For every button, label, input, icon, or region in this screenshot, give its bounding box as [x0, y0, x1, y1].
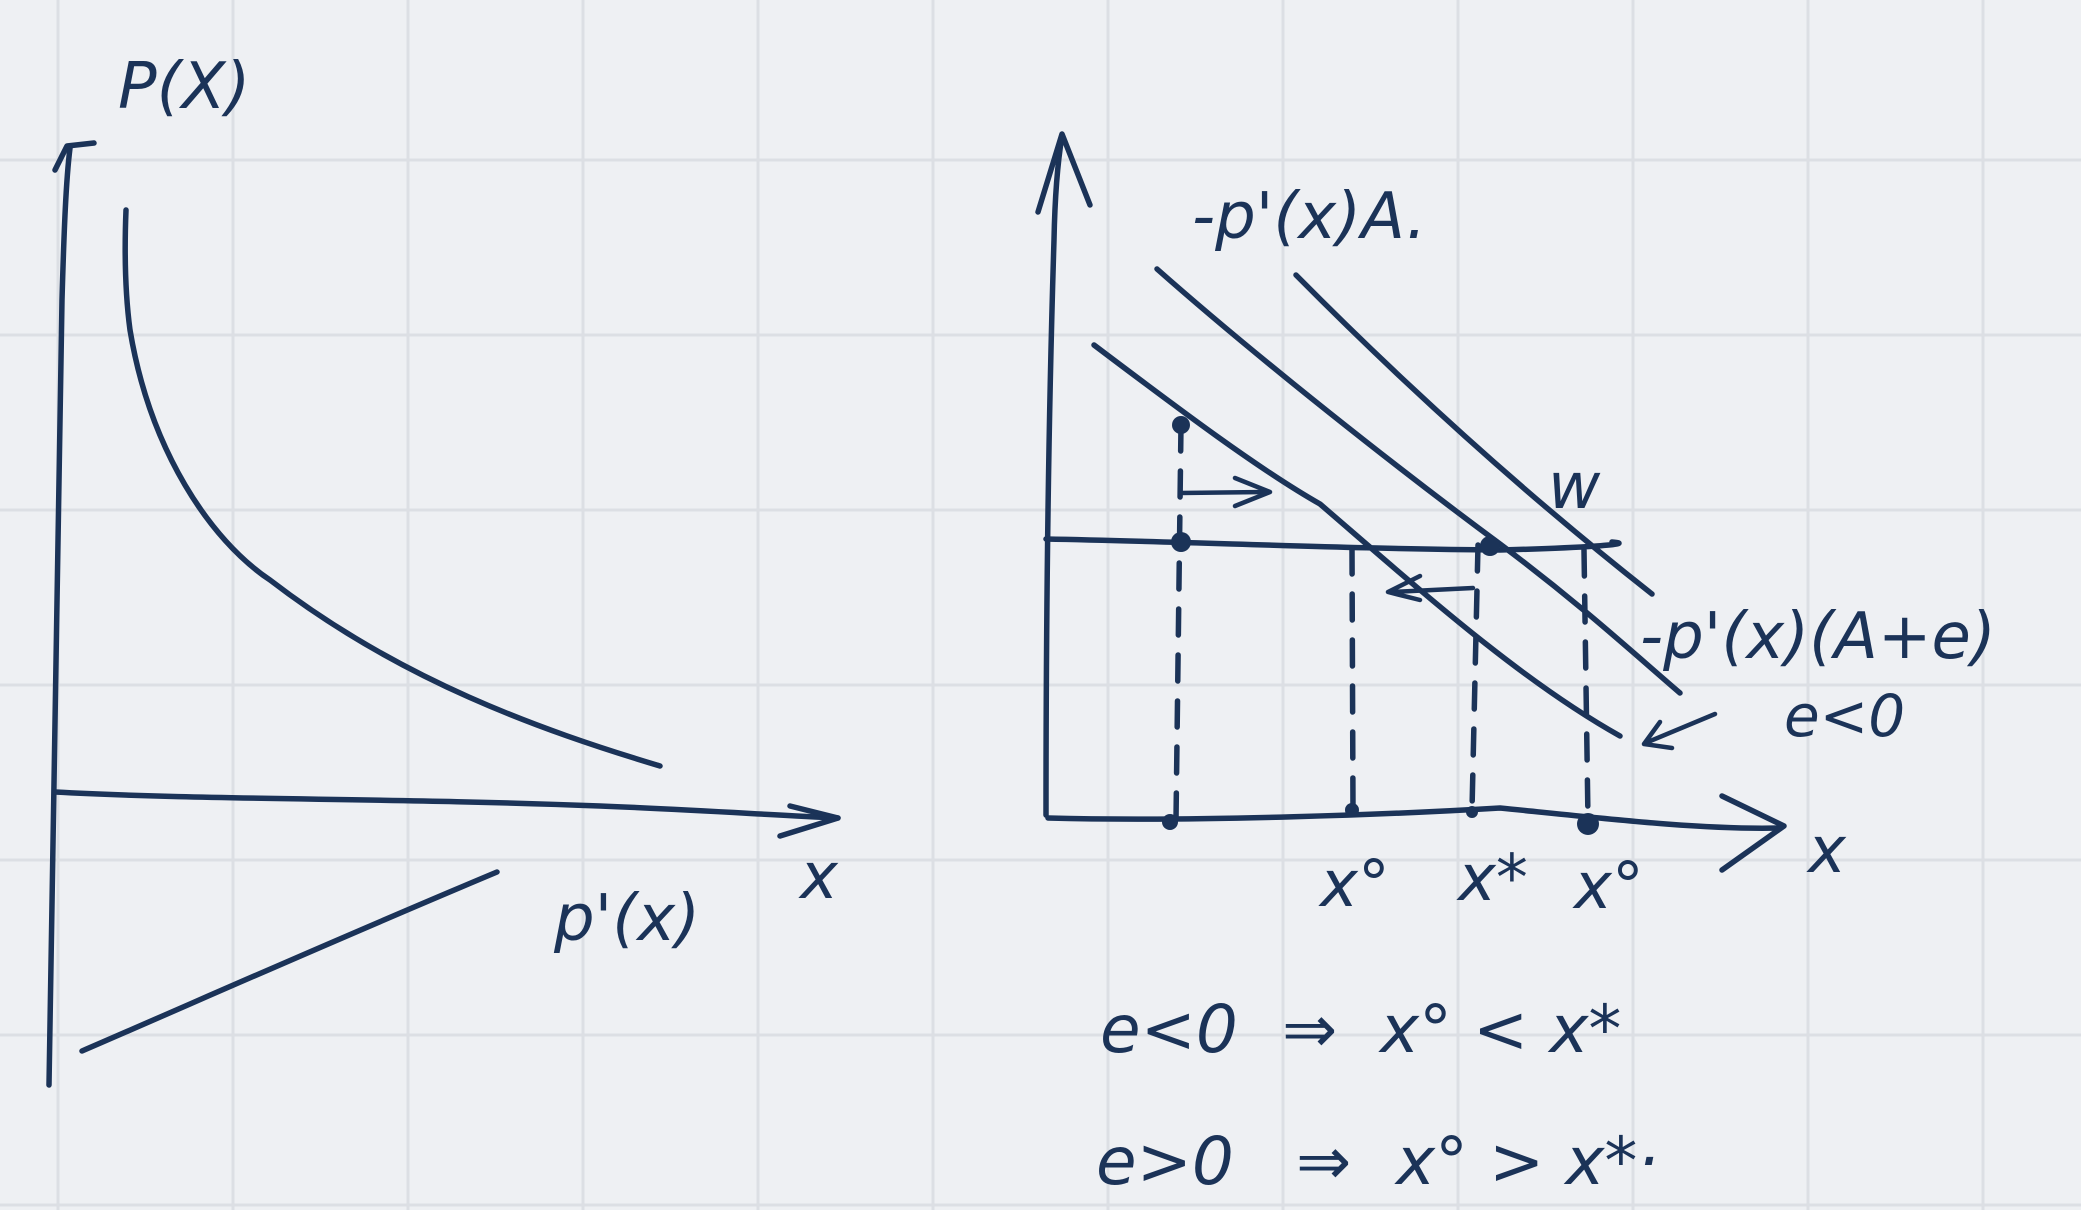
point-axis-x0-right [1577, 813, 1599, 835]
upper-curve-label: -p'(x)A. [1192, 180, 1426, 254]
horizontal-line-w [1043, 536, 1622, 553]
point-axis-x-star [1466, 806, 1478, 818]
guide-x0 [1349, 545, 1356, 813]
shift-arrow-right [1177, 489, 1268, 496]
right-graph: -p'(x)A. -p'(x)(A+e) w e<0 x x° x* x° [1035, 131, 1996, 924]
left-x-axis-arrowhead [777, 803, 841, 839]
guide-x0-right [1581, 547, 1591, 823]
conclusions: e<0 ⇒ x° < x* e>0 ⇒ x° > x*· [1096, 991, 1658, 1200]
right-x-axis-arrowhead [1719, 793, 1787, 873]
point-on-lower-curve [1172, 416, 1190, 434]
shift-arrow-right-head [1232, 475, 1273, 509]
upper-curve-A [1293, 272, 1655, 597]
point-on-w-line [1171, 532, 1191, 552]
price-curve [122, 207, 663, 769]
conclusion-2-result: x° > x*· [1394, 1123, 1658, 1200]
shift-note-label: e<0 [1784, 682, 1905, 750]
conclusion-2-arrow: ⇒ [1296, 1123, 1351, 1200]
w-line-label: w [1548, 450, 1601, 524]
right-y-axis-arrowhead [1035, 131, 1093, 215]
guide-x-star [1469, 542, 1481, 813]
shift-arrow-down-head [1641, 719, 1675, 751]
point-intersection-x-star [1480, 536, 1500, 556]
right-x-axis-label: x [1806, 814, 1847, 888]
conclusion-2-condition: e>0 [1096, 1123, 1234, 1200]
guide-x0-left [1173, 422, 1184, 823]
point-axis-x0 [1345, 803, 1359, 817]
derivative-curve-label: p'(x) [553, 882, 700, 956]
shift-arrow-left [1389, 585, 1476, 595]
left-x-axis [52, 789, 841, 821]
right-x-axis [1045, 805, 1783, 831]
right-y-axis [1043, 133, 1065, 818]
left-graph: P(X) x p'(x) [46, 50, 841, 1088]
conclusion-1-result: x° < x* [1378, 991, 1621, 1068]
conclusion-1-arrow: ⇒ [1282, 991, 1337, 1068]
lower-curve-label: -p'(x)(A+e) [1640, 600, 1996, 674]
shift-arrow-down [1645, 711, 1718, 745]
middle-curve [1154, 266, 1683, 696]
tick-label-x0: x° [1318, 848, 1390, 922]
left-y-axis-arrowhead [52, 140, 97, 173]
left-x-axis-label: x [798, 840, 839, 914]
derivative-curve [79, 869, 500, 1054]
left-y-axis [46, 145, 73, 1088]
tick-label-x0-right: x° [1572, 850, 1644, 924]
point-axis-x0-left [1162, 814, 1178, 830]
left-y-axis-label: P(X) [118, 50, 250, 124]
shift-arrow-left-head [1385, 573, 1423, 603]
tick-label-x-star: x* [1456, 842, 1528, 916]
conclusion-1-condition: e<0 [1100, 991, 1238, 1068]
lower-curve-A-plus-e [1091, 342, 1623, 739]
